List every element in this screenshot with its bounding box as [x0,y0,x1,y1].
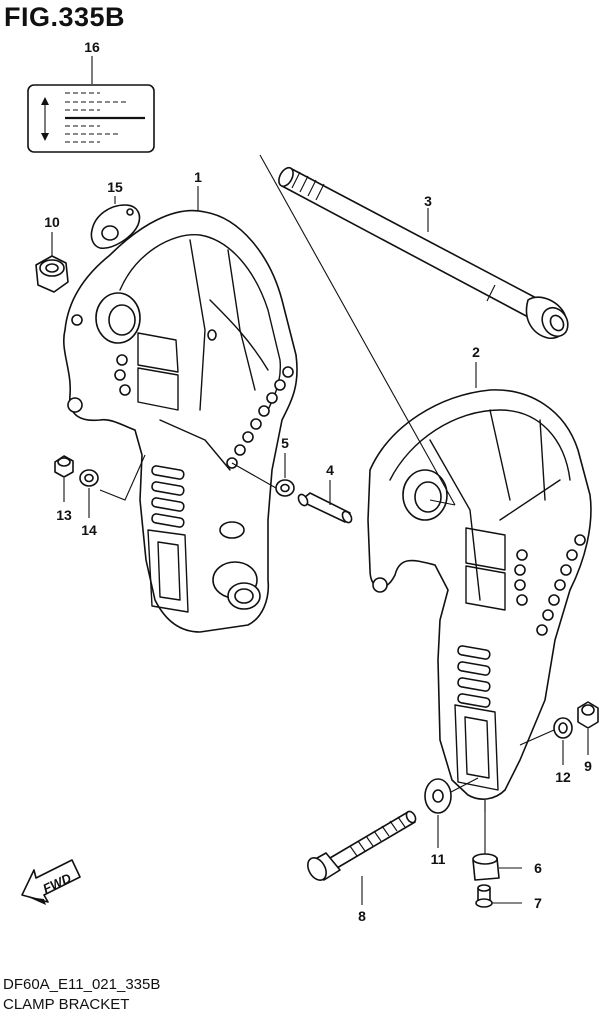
callout-6: 6 [534,860,542,876]
callout-1: 1 [194,169,202,185]
callout-8: 8 [358,908,366,924]
callout-5: 5 [281,435,289,451]
part-13-nut[interactable] [54,455,74,478]
part-8-clamp-bolt[interactable] [304,810,417,884]
part-14-washer[interactable] [79,469,99,487]
callout-3: 3 [424,193,432,209]
fwd-arrow: FWD [21,859,81,905]
callout-9: 9 [584,758,592,774]
part-3-through-bolt[interactable] [276,165,573,341]
callout-2: 2 [472,344,480,360]
callout-12: 12 [555,769,571,785]
part-12-washer[interactable] [553,717,573,739]
part-4-pin[interactable] [297,492,354,524]
callout-10: 10 [44,214,60,230]
part-7-screw[interactable] [475,884,493,908]
callout-15: 15 [107,179,123,195]
callout-4: 4 [326,462,334,478]
callout-13: 13 [56,507,72,523]
callout-11: 11 [431,851,446,867]
part-15-gasket[interactable] [90,204,141,249]
part-11-washer[interactable] [424,778,452,814]
part-9-nut[interactable] [577,701,599,729]
figure-code: DF60A_E11_021_335B [3,976,161,993]
part-10-nut[interactable] [35,255,69,293]
part-16-label-plate[interactable] [27,84,155,153]
callout-16: 16 [84,39,100,55]
callout-7: 7 [534,895,542,911]
callout-14: 14 [81,522,97,538]
part-6-pad[interactable] [472,853,500,881]
part-5-washer[interactable] [275,479,295,497]
part-2-clamp-bracket-right[interactable] [367,389,592,800]
figure-title: FIG.335B [4,2,126,32]
figure-name: CLAMP BRACKET [3,996,130,1013]
part-1-clamp-bracket-left[interactable] [63,209,298,633]
